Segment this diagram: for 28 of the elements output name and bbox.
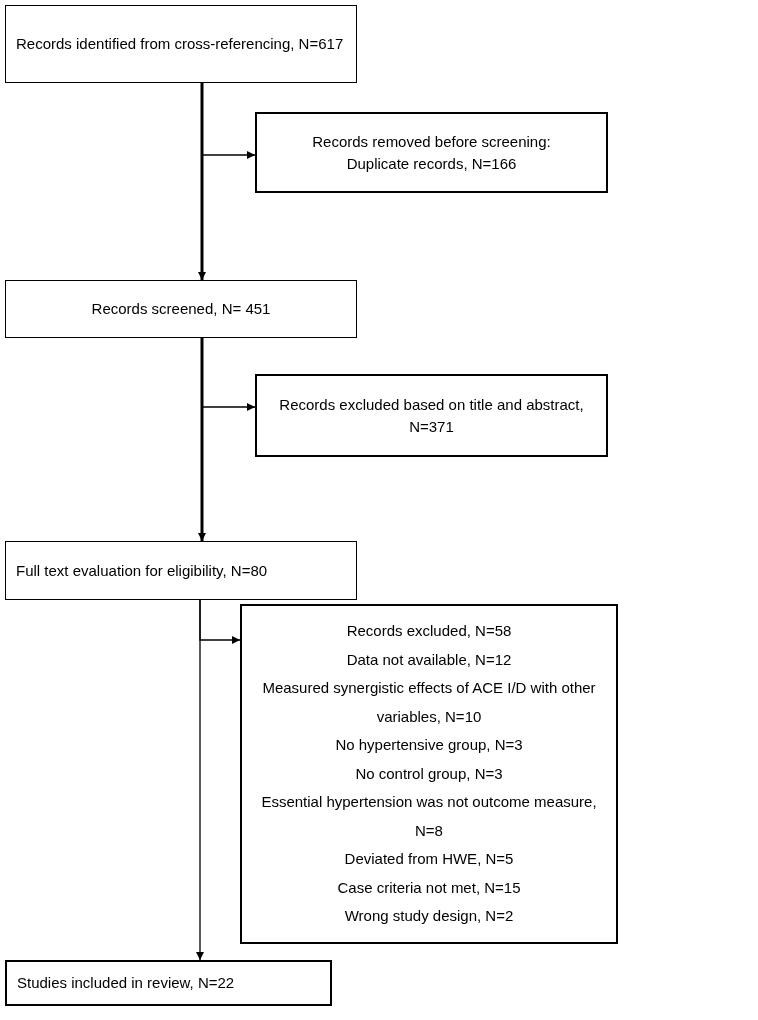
arrow — [198, 83, 206, 280]
process-box — [5, 280, 357, 338]
process-box — [255, 374, 608, 457]
box-text: Records excluded, N=58 — [345, 621, 513, 642]
process-box — [240, 604, 618, 944]
process-box — [5, 960, 332, 1006]
process-box — [5, 5, 357, 83]
box-text: Deviated from HWE, N=5 — [343, 849, 515, 870]
arrow — [201, 337, 256, 411]
box-text: No hypertensive group, N=3 — [334, 735, 524, 756]
box-text: Full text evaluation for eligibility, N=80 — [16, 560, 269, 581]
box-text: Records screened, N= 451 — [90, 299, 272, 320]
box-text: Records identified from cross-referencing, N=617 — [16, 34, 345, 55]
arrow — [201, 82, 256, 159]
box-text: Essential hypertension was not outcome measure, N=8 — [260, 792, 598, 841]
arrow — [199, 599, 241, 644]
box-text: No control group, N=3 — [354, 763, 504, 784]
box-text: Measured synergistic effects of ACE I/D with other variables, N=10 — [261, 678, 597, 727]
process-box — [255, 112, 608, 193]
box-text: Duplicate records, N=166 — [345, 153, 518, 174]
arrow — [198, 338, 206, 541]
process-box — [5, 541, 357, 600]
box-text: Case criteria not met, N=15 — [336, 877, 522, 898]
box-text: Records removed before screening: — [311, 131, 552, 152]
box-text: Records excluded based on title and abstract, N=371 — [278, 394, 585, 437]
box-text: Wrong study design, N=2 — [343, 906, 515, 927]
box-text: Studies included in review, N=22 — [17, 973, 236, 994]
box-text: Data not available, N=12 — [345, 649, 513, 670]
